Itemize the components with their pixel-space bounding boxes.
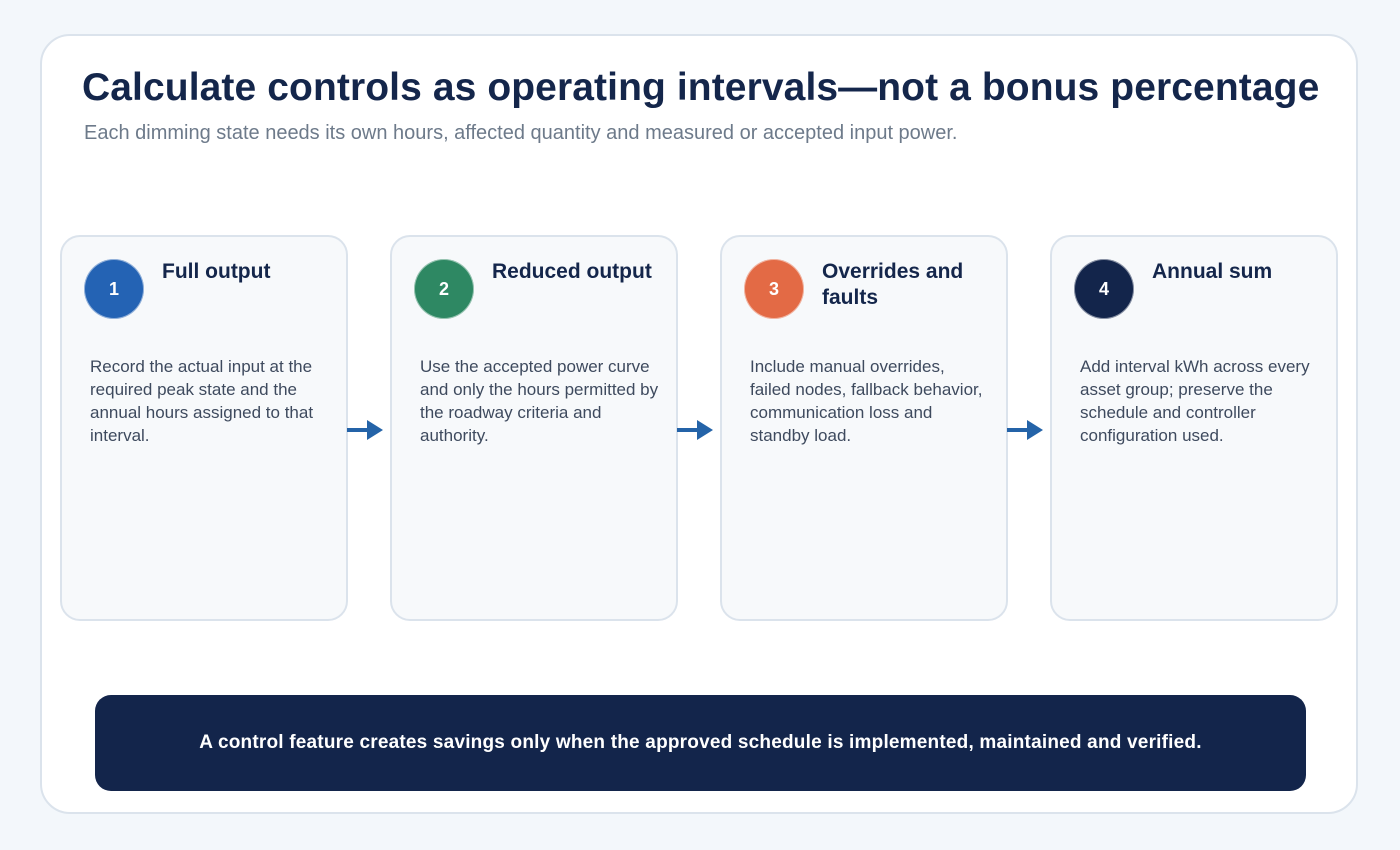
page-subtitle: Each dimming state needs its own hours, … xyxy=(84,122,958,144)
step-card-overrides-and-faults: 3 Overrides and faults Include manual ov… xyxy=(720,235,1008,621)
step-description: Record the actual input at the required … xyxy=(90,357,314,445)
step-card-full-output: 1 Full output Record the actual input at… xyxy=(60,235,348,621)
step-title: Full output xyxy=(162,260,271,283)
step-number-badge: 2 xyxy=(414,259,474,319)
arrow-right-icon xyxy=(1007,420,1043,440)
step-number-badge: 4 xyxy=(1074,259,1134,319)
step-description: Add interval kWh across every asset grou… xyxy=(1080,357,1310,445)
step-number-badge: 3 xyxy=(744,259,804,319)
arrow-right-icon xyxy=(347,420,383,440)
page-title: Calculate controls as operating interval… xyxy=(82,66,1320,109)
step-title: Annual sum xyxy=(1152,260,1273,283)
footer-text: A control feature creates savings only w… xyxy=(199,732,1202,753)
step-card-annual-sum: 4 Annual sum Add interval kWh across eve… xyxy=(1050,235,1338,621)
step-card-reduced-output: 2 Reduced output Use the accepted power … xyxy=(390,235,678,621)
step-description: Use the accepted power curve and only th… xyxy=(420,357,659,445)
footer-callout: A control feature creates savings only w… xyxy=(95,695,1306,791)
step-title: Reduced output xyxy=(492,260,652,283)
step-description: Include manual overrides, failed nodes, … xyxy=(750,357,983,445)
step-title: Overrides and faults xyxy=(822,260,964,309)
step-number-badge: 1 xyxy=(84,259,144,319)
arrow-right-icon xyxy=(677,420,713,440)
